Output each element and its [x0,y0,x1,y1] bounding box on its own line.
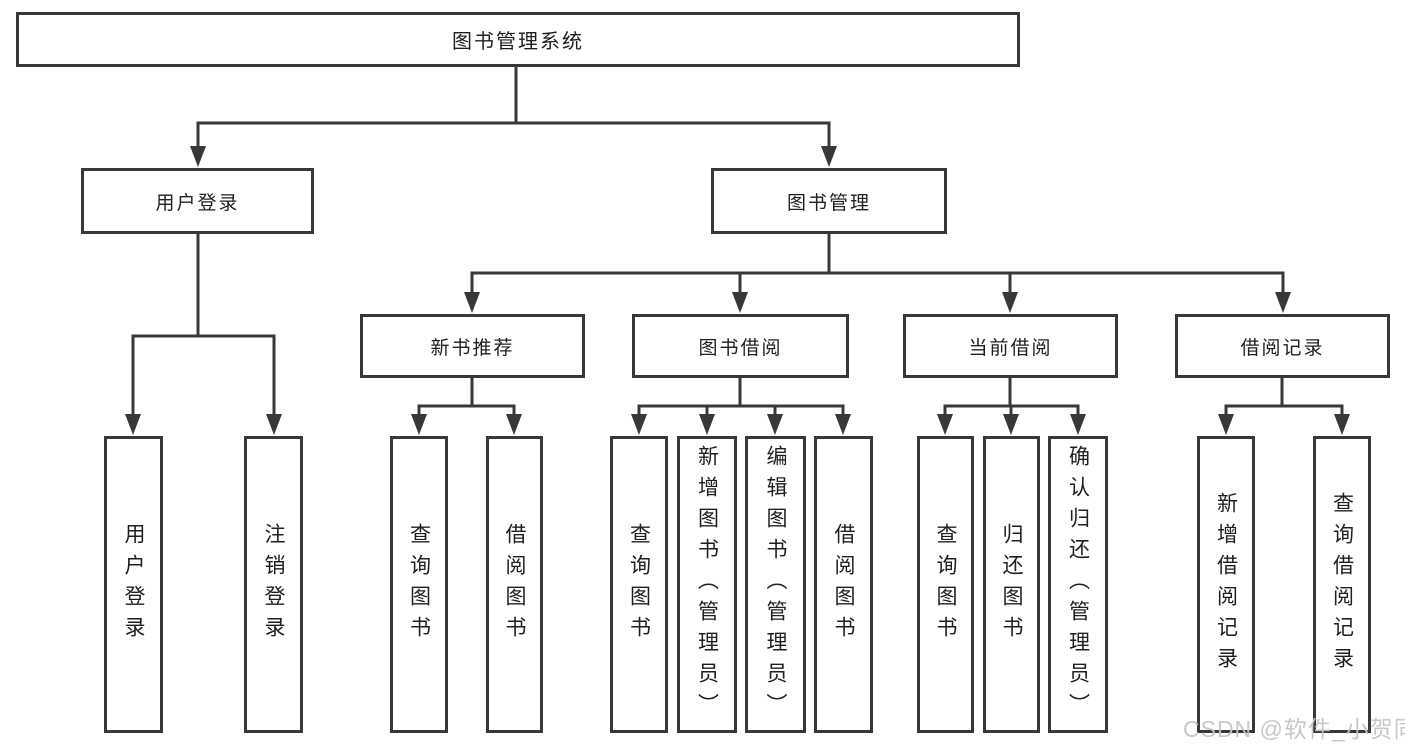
arrowhead [835,414,851,435]
leaf-confirm-return-admin: 确认归还（管理员） [1048,436,1108,733]
leaf-user-login: 用户登录 [104,436,163,733]
node-label: 查询图书 [627,522,651,647]
arrowhead [937,414,953,435]
arrowhead [767,414,783,435]
arrowhead [411,414,427,435]
arrowhead [1275,292,1291,313]
node-root-system: 图书管理系统 [16,12,1020,67]
leaf-return-books: 归还图书 [983,436,1040,733]
node-label: 归还图书 [1000,522,1023,647]
node-label: 图书管理 [786,192,871,214]
node-label: 当前借阅 [968,337,1053,359]
node-label: 用户登录 [122,522,145,647]
node-book-management: 图书管理 [711,168,947,234]
arrowhead [1070,414,1086,435]
arrowhead [125,414,141,435]
node-label: 编辑图书（管理员） [764,445,787,724]
watermark: CSDN @软件_小贺同学 [1183,716,1405,742]
leaf-query-books-borrowing: 查询图书 [610,436,668,733]
leaf-add-books-admin: 新增图书（管理员） [677,436,737,733]
arrowhead [1218,414,1234,435]
node-label: 图书借阅 [698,337,783,359]
arrowhead [732,292,748,313]
node-label: 新书推荐 [430,337,515,359]
arrowhead [699,414,715,435]
node-borrowing-records: 借阅记录 [1175,314,1390,378]
arrowhead [821,146,837,167]
node-label: 借阅记录 [1240,337,1325,359]
arrowhead [1334,414,1350,435]
arrowhead [266,414,282,435]
node-label: 用户登录 [155,192,240,214]
leaf-query-books-recommend: 查询图书 [390,436,448,733]
arrowhead [464,292,480,313]
node-label: 新增借阅记录 [1214,491,1238,678]
node-label: 新增图书（管理员） [695,445,719,724]
leaf-edit-books-admin: 编辑图书（管理员） [745,436,806,733]
arrowhead [190,146,206,167]
leaf-borrow-books-borrowing: 借阅图书 [814,436,873,733]
node-label: 注销登录 [262,522,285,647]
node-user-login-branch: 用户登录 [81,168,314,234]
arrowhead [506,414,522,435]
node-label: 图书管理系统 [452,31,584,53]
leaf-query-borrow-record: 查询借阅记录 [1313,436,1371,733]
node-label: 确认归还（管理员） [1066,445,1090,724]
arrowhead [1002,292,1018,313]
leaf-add-borrow-record: 新增借阅记录 [1197,436,1255,733]
node-book-borrowing: 图书借阅 [632,314,849,378]
node-new-book-recommend: 新书推荐 [360,314,585,378]
node-label: 查询借阅记录 [1330,491,1354,678]
arrowhead [631,414,647,435]
leaf-query-books-current: 查询图书 [917,436,974,733]
leaf-logout: 注销登录 [244,436,303,733]
node-label: 借阅图书 [503,522,526,647]
node-current-borrowing: 当前借阅 [903,314,1118,378]
node-label: 借阅图书 [832,522,855,647]
node-label: 查询图书 [934,522,957,647]
arrowhead [1003,414,1019,435]
leaf-borrow-books-recommend: 借阅图书 [486,436,543,733]
node-label: 查询图书 [407,522,431,647]
